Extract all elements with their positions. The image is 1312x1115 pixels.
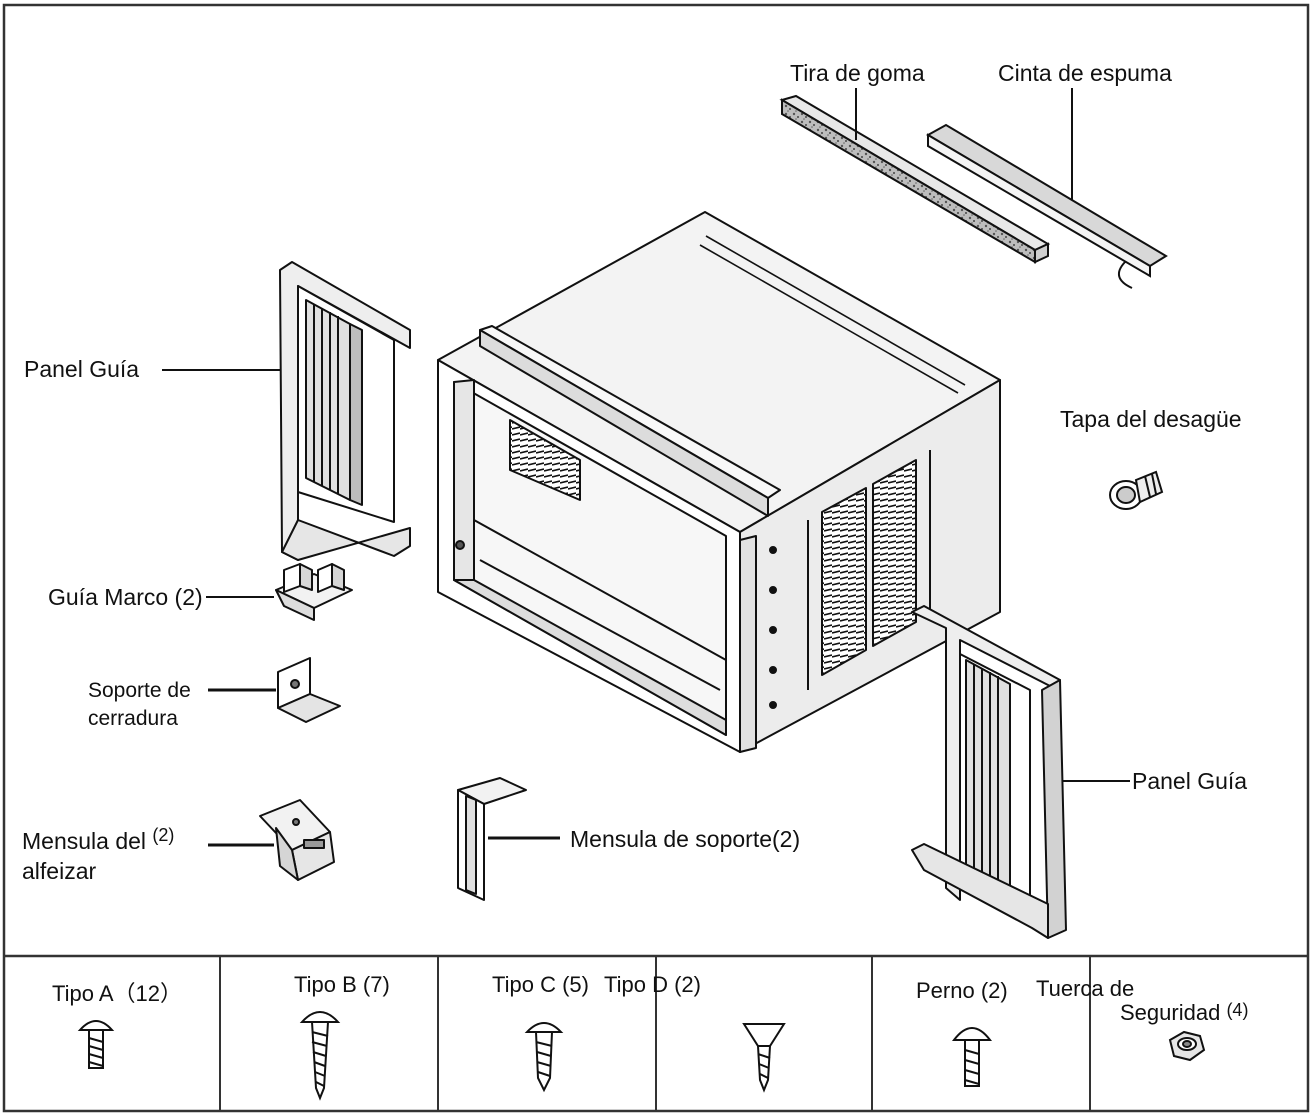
screw-type-b-icon [299,1011,341,1101]
guide-panel-right-label: Panel Guía [1132,768,1248,794]
guide-panel-left-part [279,261,411,561]
lock-nut-icon [1168,1030,1206,1062]
lock-nut-qty: (4) [1226,1000,1249,1020]
sill-bracket-part [259,799,335,881]
rubber-strip-label: Tira de goma [790,60,925,86]
bolt-icon [951,1027,993,1087]
lock-bracket-label-line2: cerradura [88,707,178,730]
lock-nut-label-line1: Tuerca de [1036,976,1135,1001]
frame-guide-label: Guía Marco (2) [48,584,203,611]
screw-type-b-label: Tipo B (7) [294,972,390,997]
support-bracket-label: Mensula de soporte(2) [570,826,801,852]
sill-bracket-qty: (2) [152,825,175,845]
foam-tape-label: Cinta de espuma [998,60,1172,86]
guide-panel-right-part [911,605,1067,939]
foam-tape-part [925,123,1168,289]
lock-bracket-part [277,657,341,723]
frame-guide-qty: (2) [174,584,203,610]
screw-type-c-icon [524,1022,564,1093]
lock-nut-label-line2: Seguridad (4) [1120,1000,1248,1026]
screw-type-d-label: Tipo D (2) [604,972,701,997]
cabinet-part [437,211,1001,753]
screw-type-a-icon [77,1020,115,1069]
screw-type-c-label: Tipo C (5) [492,972,589,997]
drain-cap-part [1109,470,1164,510]
drain-cap-label: Tapa del desagüe [1060,406,1242,432]
frame-guide-name: Guía Marco [48,584,169,610]
frame-guide-part [275,563,353,621]
support-bracket-part [457,777,527,901]
bolt-label: Perno (2) [916,978,1008,1003]
sill-bracket-name: Mensula del [22,828,147,854]
screw-type-d-icon [742,1023,786,1093]
screw-type-a-label: Tipo A（12） [52,981,183,1006]
lock-nut-name: Seguridad [1120,1000,1221,1025]
hardware-table-columns [219,956,1091,1111]
rubber-strip-part [779,94,1051,264]
sill-bracket-label-line1: Mensula del (2) [22,825,175,855]
lock-bracket-label-line1: Soporte de [88,679,191,702]
sill-bracket-label-line2: alfeizar [22,858,97,884]
guide-panel-left-label: Panel Guía [24,356,140,382]
